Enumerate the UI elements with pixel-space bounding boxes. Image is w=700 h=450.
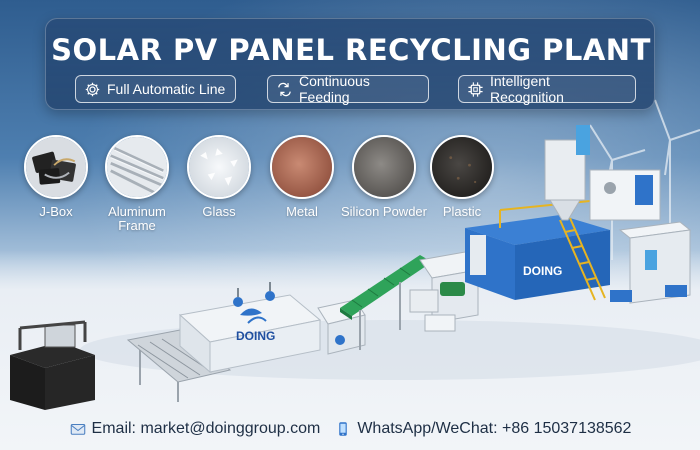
collection-bins	[424, 285, 687, 332]
feature-continuous-feeding: Continuous Feeding	[267, 73, 429, 105]
frame-removal-machine	[10, 320, 95, 410]
material-metal: Metal	[268, 135, 336, 219]
chip-icon	[468, 81, 483, 97]
incline-conveyor-1	[340, 255, 432, 350]
whatsapp-contact[interactable]: WhatsApp/WeChat: +86 15037138562	[334, 420, 631, 438]
logo-text-left: DOING	[236, 329, 275, 343]
service-staircase	[499, 199, 606, 301]
crusher	[409, 251, 479, 324]
feature-label: Continuous Feeding	[299, 73, 370, 105]
aluminum-frame-image	[105, 135, 169, 199]
material-label: J-Box	[39, 204, 73, 219]
material-silicon-powder: Silicon Powder	[341, 135, 427, 219]
cycle-arrows-icon	[278, 82, 291, 96]
email-text: Email: market@doinggroup.com	[91, 420, 321, 437]
feature-intelligent-recognition: Intelligent Recognition	[458, 73, 636, 105]
material-label: Plastic	[442, 204, 482, 219]
title-banner: SOLAR PV PANEL RECYCLING PLANT Full Auto…	[45, 18, 655, 110]
material-label: Aluminum Frame	[108, 204, 166, 233]
material-label: Metal	[286, 204, 318, 219]
metal-powder-image	[270, 135, 334, 199]
recycling-plant-illustration: DOING DOING	[10, 125, 700, 410]
control-cabinet	[618, 221, 692, 304]
envelope-icon	[70, 423, 85, 435]
material-label: Silicon Powder	[341, 204, 427, 219]
material-glass: Glass	[185, 135, 253, 219]
glass-image	[187, 135, 251, 199]
email-contact[interactable]: Email: market@doinggroup.com	[69, 420, 321, 438]
feature-label: Full Automatic Line	[107, 81, 226, 97]
feature-label: Intelligent Recognition	[490, 73, 564, 105]
page-title: SOLAR PV PANEL RECYCLING PLANT	[51, 33, 651, 67]
whatsapp-text: WhatsApp/WeChat: +86 15037138562	[357, 420, 632, 437]
material-label: Glass	[202, 204, 236, 219]
plastic-image	[430, 135, 494, 199]
gear-icon	[85, 82, 100, 96]
cyclone-tower	[544, 125, 661, 221]
silicon-powder-image	[352, 135, 416, 199]
doing-logo-left	[240, 308, 267, 324]
material-aluminum-frame: Aluminum Frame	[103, 135, 171, 233]
feature-full-automatic: Full Automatic Line	[75, 75, 236, 103]
jbox-image	[24, 135, 88, 199]
disassembly-machine	[178, 282, 322, 374]
phone-icon	[339, 422, 348, 436]
material-plastic: Plastic	[428, 135, 496, 219]
logo-text-right: DOING	[523, 264, 562, 278]
contact-footer: Email: market@doinggroup.com WhatsApp/We…	[0, 412, 700, 446]
blue-separator-unit	[465, 215, 610, 300]
material-jbox: J-Box	[22, 135, 90, 219]
